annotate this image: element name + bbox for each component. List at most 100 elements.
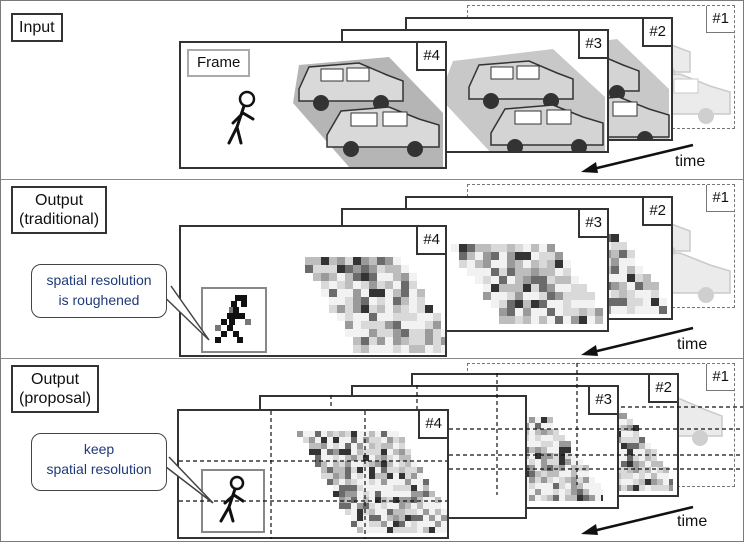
- pixel-block: [375, 467, 381, 473]
- pixel-block: [393, 281, 401, 289]
- pixel-block: [369, 321, 377, 329]
- pixel-block: [535, 441, 541, 447]
- pixel-block: [393, 305, 401, 313]
- pixel-block: [541, 489, 547, 495]
- pixel-block: [589, 489, 595, 495]
- pixel-block: [321, 289, 329, 297]
- frame-number-4: #4: [416, 227, 445, 255]
- pixel-block: [429, 527, 435, 533]
- pixel-block: [375, 431, 381, 437]
- pixel-block: [387, 443, 393, 449]
- pixel-block: [555, 300, 563, 308]
- pixel-block: [369, 455, 375, 461]
- pixel-block: [363, 521, 369, 527]
- pixel-block: [555, 260, 563, 268]
- pixel-block: [663, 479, 669, 485]
- pixel-block: [529, 417, 535, 423]
- pixel-block: [669, 485, 673, 491]
- pixel-block: [539, 252, 547, 260]
- pixel-block: [411, 497, 417, 503]
- pixel-block: [401, 305, 409, 313]
- frame-number-1: #1: [706, 364, 734, 391]
- pixel-block: [635, 306, 643, 314]
- pixel-block: [553, 429, 559, 435]
- pixel-block: [499, 268, 507, 276]
- pixel-block: [499, 284, 507, 292]
- pixel-block: [645, 473, 651, 479]
- pixel-block: [619, 258, 627, 266]
- pixel-block: [363, 515, 369, 521]
- pixel-block: [409, 321, 417, 329]
- pixel-block: [423, 515, 429, 521]
- pixel-block: [393, 485, 399, 491]
- pixel-block: [621, 449, 627, 455]
- pixel-block: [571, 495, 577, 501]
- pixel-block: [565, 495, 571, 501]
- pixel-block: [375, 437, 381, 443]
- pixel-block: [399, 473, 405, 479]
- pixel-block: [565, 459, 571, 465]
- frame-number-4: #4: [416, 43, 445, 71]
- pixel-block: [645, 455, 651, 461]
- pixel-block: [333, 473, 339, 479]
- pixel-block: [589, 483, 595, 489]
- pixel-block: [645, 461, 651, 467]
- pixel-block: [555, 316, 563, 324]
- pixel-block: [531, 300, 539, 308]
- pixel-block: [601, 489, 603, 495]
- pixel-block: [381, 449, 387, 455]
- pixel-block: [381, 515, 387, 521]
- pixel-block: [303, 437, 309, 443]
- pixel-block: [381, 521, 387, 527]
- pixel-block: [657, 461, 663, 467]
- input-label-text: Input: [19, 19, 55, 36]
- pixel-block: [579, 316, 587, 324]
- pixel-block: [385, 297, 393, 305]
- pixel-block: [515, 244, 523, 252]
- pixel-block: [435, 527, 441, 533]
- pixel-block: [529, 477, 535, 483]
- pixel-block: [559, 435, 565, 441]
- pixel-block: [345, 509, 351, 515]
- pixel-block: [579, 292, 587, 300]
- pixel-block: [411, 527, 417, 533]
- pixel-block: [321, 467, 327, 473]
- pixel-block: [657, 479, 663, 485]
- pixel-block: [375, 479, 381, 485]
- pixel-block: [399, 491, 405, 497]
- pixel-block: [327, 467, 333, 473]
- pixel-block: [559, 459, 565, 465]
- pixel-block: [401, 265, 409, 273]
- pixel-block: [405, 527, 411, 533]
- pixel-block: [353, 337, 361, 345]
- pixel-block: [393, 515, 399, 521]
- pixel-block: [329, 273, 337, 281]
- pixel-block: [393, 473, 399, 479]
- pixel-block: [441, 521, 447, 527]
- pixel-block: [375, 503, 381, 509]
- pixel-block: [483, 260, 491, 268]
- pixel-block: [345, 265, 353, 273]
- pixel-block: [327, 431, 333, 437]
- pixel-block: [587, 300, 595, 308]
- pixel-block: [491, 276, 499, 284]
- pixel-block: [315, 449, 321, 455]
- pixel-block: [345, 449, 351, 455]
- pixel-block: [321, 461, 327, 467]
- pixel-block: [627, 258, 635, 266]
- pixel-block: [399, 443, 405, 449]
- pixel-block: [523, 252, 531, 260]
- pixel-block: [507, 292, 515, 300]
- pixel-block: [539, 292, 547, 300]
- pixel-block: [459, 244, 467, 252]
- pixel-block: [351, 443, 357, 449]
- pixel-block: [345, 461, 351, 467]
- pixel-block: [339, 467, 345, 473]
- pixel-block: [321, 431, 327, 437]
- pixel-block: [621, 461, 627, 467]
- pixel-block: [583, 489, 589, 495]
- pixel-block: [423, 509, 429, 515]
- pixel-block: [621, 413, 627, 419]
- pixel-block: [361, 345, 369, 353]
- pixel-block: [309, 437, 315, 443]
